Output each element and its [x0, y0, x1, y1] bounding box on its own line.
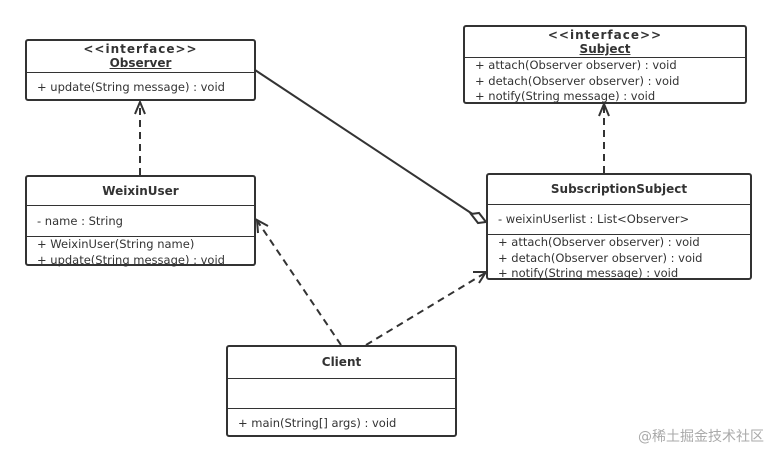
class-subscriptionsubject[interactable]: SubscriptionSubject - weixinUserlist : L…	[486, 173, 752, 280]
class-name: Client	[228, 347, 455, 379]
attribute: - name : String	[37, 214, 123, 228]
class-name: Observer	[109, 56, 172, 70]
class-weixinuser[interactable]: WeixinUser - name : String + WeixinUser(…	[25, 175, 256, 267]
method: + detach(Observer observer) : void	[498, 250, 703, 265]
attribute: - weixinUserlist : List<Observer>	[498, 212, 690, 226]
stereotype: <<interface>>	[83, 42, 198, 56]
class-name: SubscriptionSubject	[488, 175, 750, 205]
method: + attach(Observer observer) : void	[475, 58, 677, 72]
realization-weixinuser-observer	[134, 99, 146, 175]
method: + update(String message) : void	[37, 252, 225, 267]
class-client[interactable]: Client + main(String[] args) : void	[226, 345, 457, 437]
aggregation-subscription-observer	[254, 69, 488, 225]
stereotype: <<interface>>	[547, 28, 663, 42]
method: + WeixinUser(String name)	[37, 237, 195, 251]
realization-subscription-subject	[598, 101, 610, 173]
attributes-section	[228, 379, 455, 409]
watermark: @稀土掘金技术社区	[638, 429, 764, 445]
class-name: WeixinUser	[27, 177, 254, 206]
method: + main(String[] args) : void	[238, 416, 397, 430]
method: + notify(String message) : void	[475, 89, 656, 103]
method: + detach(Observer observer) : void	[475, 73, 680, 88]
class-subject[interactable]: <<interface>> Subject + attach(Observer …	[463, 25, 747, 104]
class-observer[interactable]: <<interface>> Observer + update(String m…	[25, 39, 256, 101]
method: + update(String message) : void	[37, 80, 225, 94]
dependency-client-subscription	[365, 271, 488, 346]
method: + attach(Observer observer) : void	[498, 235, 700, 249]
class-name: Subject	[579, 42, 631, 56]
method: + notify(String message) : void	[498, 266, 679, 280]
dependency-client-weixinuser	[255, 218, 342, 346]
